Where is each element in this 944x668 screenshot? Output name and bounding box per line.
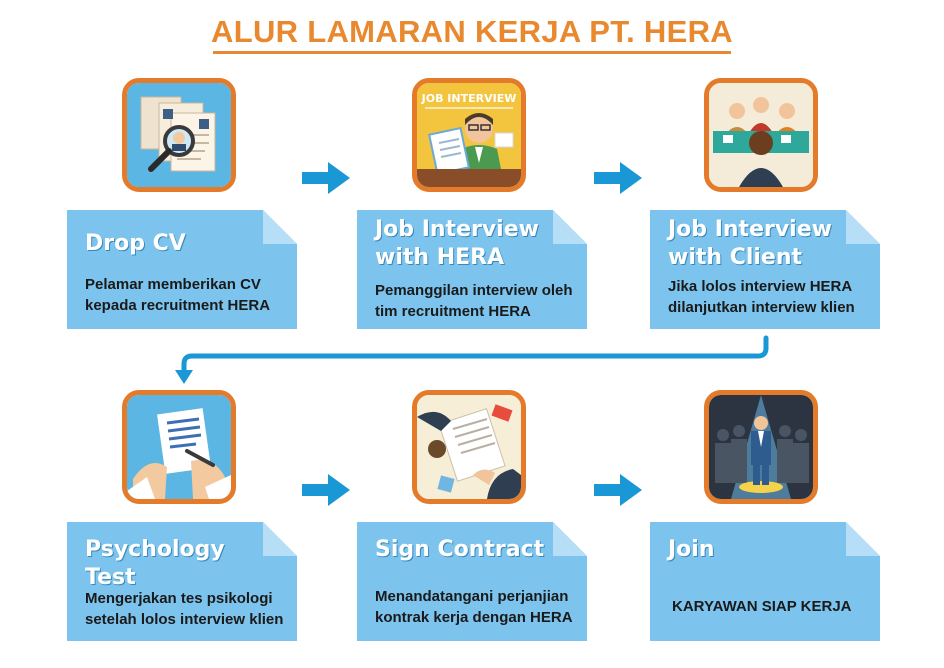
step-desc-line: Menandatangani perjanjian <box>375 588 569 605</box>
arrow-right-icon <box>302 474 350 506</box>
panel-interview-icon <box>704 78 818 192</box>
job-interview-icon: JOB INTERVIEW <box>412 78 526 192</box>
step-description: Menandatangani perjanjian kontrak kerja … <box>375 586 585 628</box>
step-description: KARYAWAN SIAP KERJA <box>672 596 880 617</box>
step-title-line: Job Interview <box>668 217 832 242</box>
step-title: Psychology Test <box>85 536 275 592</box>
step-card-psychology-test: Psychology Test Mengerjakan tes psikolog… <box>67 522 297 641</box>
step-desc-line: Pemanggilan interview oleh <box>375 282 573 299</box>
step-title-line: with Client <box>668 245 803 270</box>
step-title-line: Psychology Test <box>85 537 225 590</box>
step-card-drop-cv: Drop CV Pelamar memberikan CV kepada rec… <box>67 210 297 329</box>
step-title-line: Join <box>668 537 715 562</box>
step-card-join: Join KARYAWAN SIAP KERJA <box>650 522 880 641</box>
step-desc-line: tim recruitment HERA <box>375 303 531 320</box>
step-title-line: with HERA <box>375 245 505 270</box>
step-desc-line: Pelamar memberikan CV <box>85 276 261 293</box>
arrow-right-icon <box>594 474 642 506</box>
step-description: Jika lolos interview HERA dilanjutkan in… <box>668 276 878 318</box>
step-description: Pemanggilan interview oleh tim recruitme… <box>375 280 585 322</box>
arrow-right-icon <box>302 162 350 194</box>
return-arrow-icon <box>175 335 769 384</box>
svg-text:JOB INTERVIEW: JOB INTERVIEW <box>421 92 517 105</box>
step-card-sign-contract: Sign Contract Menandatangani perjanjian … <box>357 522 587 641</box>
step-title: Job Interview with Client <box>668 216 858 272</box>
step-title: Sign Contract <box>375 536 565 564</box>
step-desc-line: kontrak kerja dengan HERA <box>375 609 573 626</box>
step-title: Drop CV <box>85 230 275 258</box>
title-underline <box>213 51 731 54</box>
step-desc-line: dilanjutkan interview klien <box>668 299 855 316</box>
step-description: Pelamar memberikan CV kepada recruitment… <box>85 274 295 316</box>
step-desc-line: kepada recruitment HERA <box>85 297 271 314</box>
step-title-line: Job Interview <box>375 217 539 242</box>
step-card-job-interview-client: Job Interview with Client Jika lolos int… <box>650 210 880 329</box>
cv-magnifier-icon <box>122 78 236 192</box>
step-card-job-interview-hera: Job Interview with HERA Pemanggilan inte… <box>357 210 587 329</box>
page-title: ALUR LAMARAN KERJA PT. HERA <box>211 14 733 49</box>
writing-test-icon <box>122 390 236 504</box>
step-title: Join <box>668 536 858 564</box>
step-title-line: Sign Contract <box>375 537 545 562</box>
spotlight-employee-icon <box>704 390 818 504</box>
contract-signing-icon <box>412 390 526 504</box>
step-desc-line: Mengerjakan tes psikologi <box>85 590 273 607</box>
step-desc-line: Jika lolos interview HERA <box>668 278 853 295</box>
step-desc-line: KARYAWAN SIAP KERJA <box>672 598 852 615</box>
step-title: Job Interview with HERA <box>375 216 565 272</box>
step-title-line: Drop CV <box>85 231 186 256</box>
step-desc-line: setelah lolos interview klien <box>85 611 284 628</box>
arrow-right-icon <box>594 162 642 194</box>
step-description: Mengerjakan tes psikologi setelah lolos … <box>85 588 295 630</box>
